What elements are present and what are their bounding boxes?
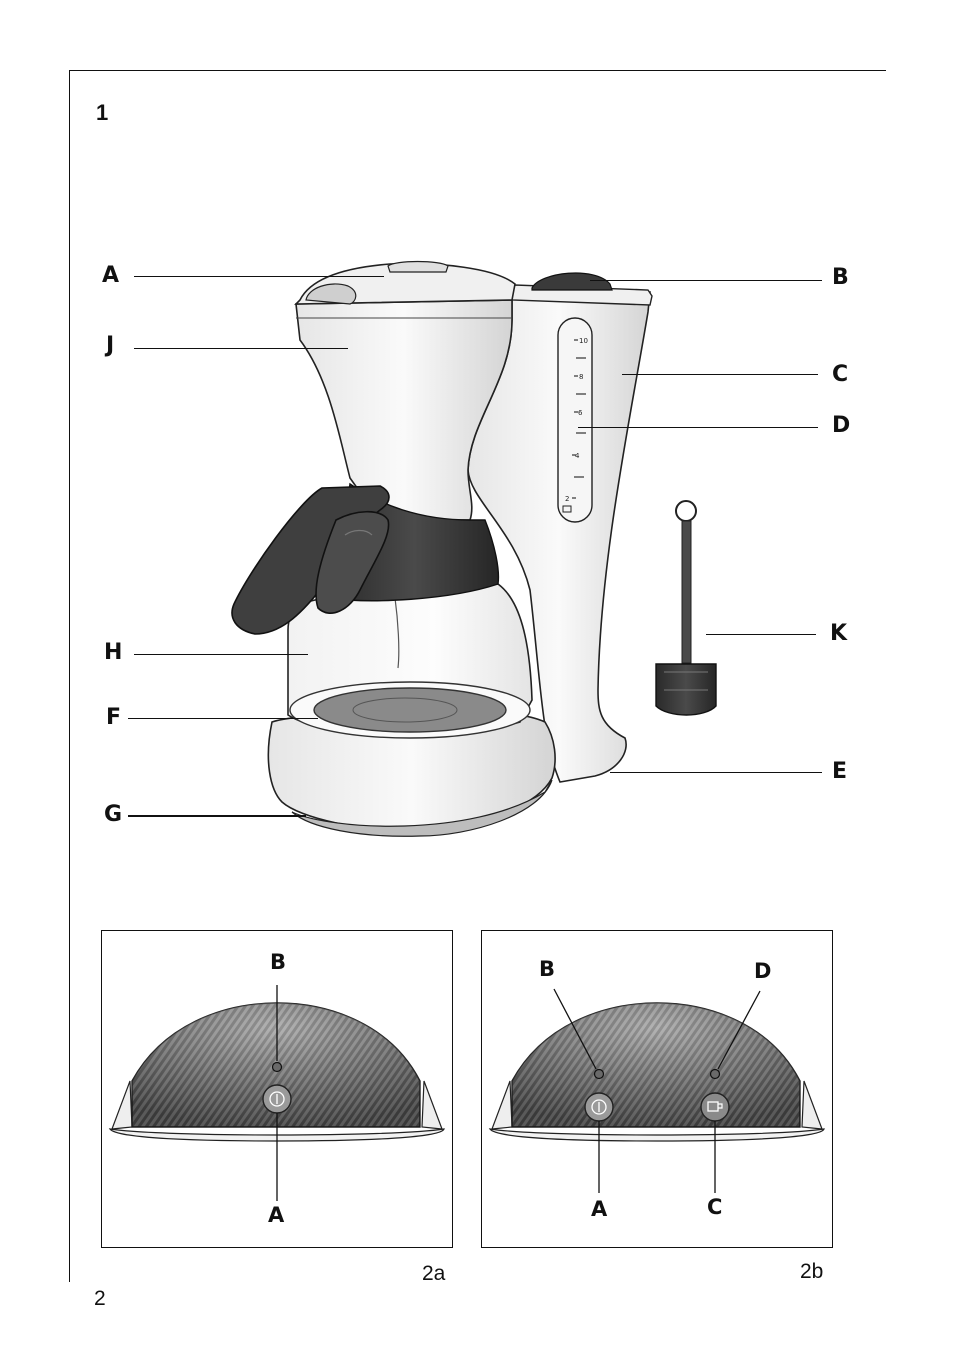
scale-mark-8: 8 xyxy=(579,373,583,381)
leader-J xyxy=(134,348,348,349)
fig2a-label-A: A xyxy=(268,1205,284,1226)
label-B: B xyxy=(832,267,849,289)
fig2b-label-C: C xyxy=(707,1197,722,1218)
leader-C xyxy=(622,374,818,375)
scale-mark-10: 10 xyxy=(579,337,588,345)
fig2b-label-B: B xyxy=(539,959,555,980)
scale-mark-4: 4 xyxy=(575,452,580,460)
label-E: E xyxy=(832,761,847,783)
scale-mark-2: 2 xyxy=(565,495,569,503)
fig2b-label-A: A xyxy=(591,1199,607,1220)
fig2a-label-B: B xyxy=(270,952,286,973)
scale-mark-6: 6 xyxy=(578,409,583,417)
figure-2b-caption: 2b xyxy=(800,1260,823,1284)
page-number: 2 xyxy=(94,1287,106,1311)
water-level-window xyxy=(558,318,592,522)
control-panel-2a xyxy=(102,931,452,1247)
figure-2a-panel xyxy=(101,930,453,1248)
label-K: K xyxy=(830,623,847,645)
figure-2a-caption: 2a xyxy=(422,1262,445,1286)
label-A: A xyxy=(102,265,119,287)
lid-knob xyxy=(388,262,448,273)
leader-G xyxy=(128,815,306,817)
hotplate xyxy=(314,688,506,732)
label-F: F xyxy=(106,707,121,729)
leader-F xyxy=(128,718,318,719)
label-J: J xyxy=(106,335,114,357)
label-D: D xyxy=(832,415,850,437)
leader-E xyxy=(610,772,822,773)
fig2b-label-D: D xyxy=(754,961,771,982)
leader-D xyxy=(578,427,818,428)
indicator-light-D xyxy=(711,1070,720,1079)
cup-button-C xyxy=(701,1093,729,1121)
indicator-light-B xyxy=(273,1063,282,1072)
label-C: C xyxy=(832,364,848,386)
control-panel-2b xyxy=(482,931,832,1247)
label-H: H xyxy=(104,642,122,664)
label-G: G xyxy=(104,804,122,826)
figure-2b-panel xyxy=(481,930,833,1248)
lid-button xyxy=(532,273,612,290)
leader-K xyxy=(706,634,816,635)
leader-A xyxy=(134,276,384,277)
leader-B xyxy=(590,280,822,281)
measuring-spoon xyxy=(656,501,716,715)
indicator-light-B xyxy=(595,1070,604,1079)
leader-H xyxy=(134,654,308,655)
